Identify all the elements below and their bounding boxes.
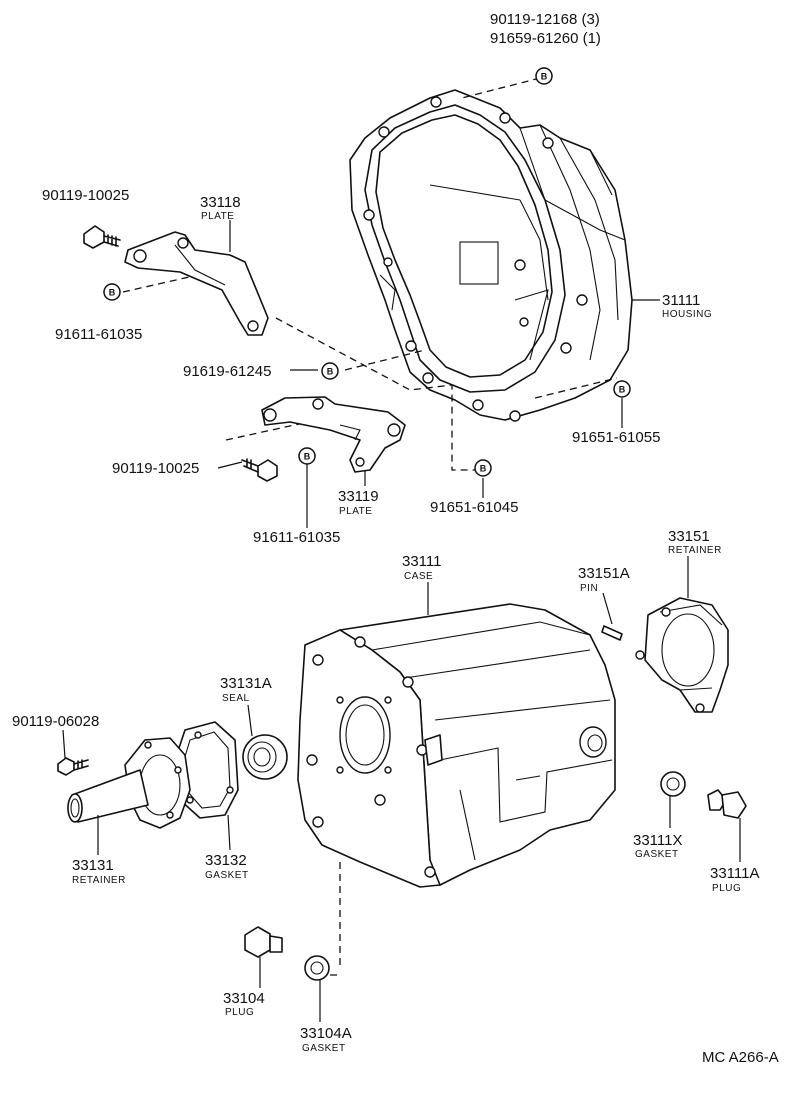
callout-number: 90119-10025 [42,187,129,204]
plug-33104 [244,926,283,958]
callout-number: 90119-10025 [112,460,199,477]
callout-label: RETAINER [668,545,722,556]
retainer-33151 [635,597,729,713]
callout-label: PLUG [712,883,741,894]
plate-33119 [261,396,406,473]
callout-label: HOUSING [662,309,712,320]
marker-text: B [480,464,487,474]
callout-number: 33111 [402,553,442,570]
callout-number: 91611-61035 [253,529,340,546]
transmission-case-33111 [297,603,616,888]
callout-number: 33132 [205,852,247,869]
bolt-upper [83,225,121,249]
bolt-lower [241,458,278,482]
callout-number: 90119-06028 [12,713,99,730]
callout-number: 33111X [633,832,683,849]
marker-text: B [619,385,626,395]
callout-number: 33131A [220,675,272,692]
gasket-33104A [304,955,330,981]
callout-label: RETAINER [72,875,126,886]
callout-number: 91651-61045 [430,499,518,516]
callout-label: CASE [404,571,433,582]
callout-label: PLATE [201,211,234,222]
callouts: 90119-12168 (3) 91659-61260 (1) 90119-10… [12,11,760,1054]
pin-33151A [601,625,623,641]
callout-label: GASKET [635,849,679,860]
callout-label: GASKET [302,1043,346,1054]
callout-label: PLATE [339,506,372,517]
plug-33111A [707,789,747,819]
marker-m4: B [613,380,631,398]
callout-number: 91659-61260 (1) [490,30,601,47]
plate-33118 [124,231,269,336]
callout-number: 33151A [578,565,630,582]
callout-number: 33104 [223,990,265,1007]
callout-number: 33151 [668,528,710,545]
clutch-housing-31111 [349,89,633,422]
gasket-33111X [660,771,686,797]
callout-number: 33119 [338,488,379,505]
callout-number: 33131 [72,857,114,874]
callout-number: 91619-61245 [183,363,271,380]
callout-number: 91611-61035 [55,326,142,343]
callout-number: 33118 [200,194,241,211]
marker-m1: B [535,67,553,85]
callout-number: 31111 [662,292,700,309]
callout-number: 33111A [710,865,760,882]
bolt-small [57,757,89,776]
marker-text: B [304,452,311,462]
callout-number: 33104A [300,1025,352,1042]
diagram-code: MC A266-A [702,1049,779,1066]
seal-33131A [242,734,288,780]
leader-lines [62,220,741,1022]
marker-m6: B [474,459,492,477]
marker-m5: B [298,447,316,465]
marker-m2: B [103,283,121,301]
marker-text: B [541,72,548,82]
callout-label: GASKET [205,870,249,881]
retainer-33131 [67,737,191,829]
marker-text: B [109,288,116,298]
callout-number: 91651-61055 [572,429,660,446]
marker-text: B [327,367,334,377]
callout-label: PIN [580,583,598,594]
callout-label: SEAL [222,693,250,704]
marker-m3: B [321,362,339,380]
callout-number: 90119-12168 (3) [490,11,600,28]
callout-label: PLUG [225,1007,254,1018]
